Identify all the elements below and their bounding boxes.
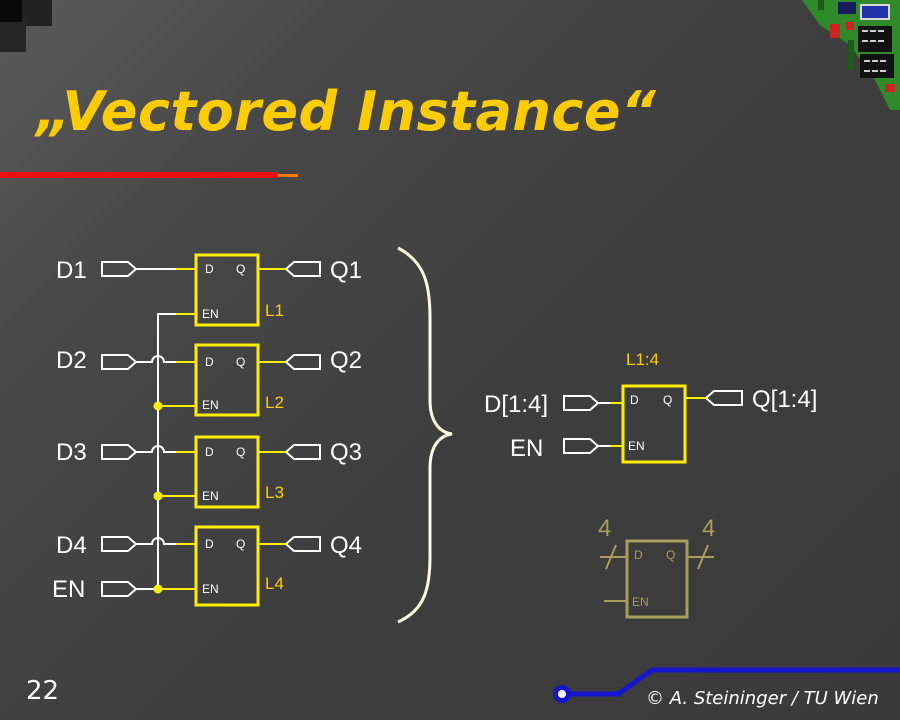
vectored-pin-d: D	[630, 393, 639, 407]
latch-l4-pin-d: D	[205, 537, 214, 551]
latch-l4-pin-en: EN	[202, 582, 219, 596]
latch-box-l1	[194, 253, 260, 327]
input-port-en	[101, 581, 138, 597]
bus-width-output: 4	[702, 515, 715, 542]
latch-l3-pin-en: EN	[202, 489, 219, 503]
vectored-input-port-en	[563, 438, 600, 454]
output-port-q4	[284, 536, 321, 552]
wire-en-bus	[136, 313, 176, 590]
vectored-signal-en: EN	[510, 435, 543, 462]
bus-pin-d: D	[634, 548, 643, 562]
signal-label-q4: Q4	[330, 532, 362, 559]
latch-box-l2	[194, 343, 260, 417]
latch-l1-pin-d: D	[205, 262, 214, 276]
vectored-signal-input: D[1:4]	[484, 391, 548, 418]
output-port-q1	[284, 261, 321, 277]
title-underline-accent	[278, 174, 298, 177]
junction-dot	[153, 491, 163, 501]
bus-slash-output	[697, 544, 709, 570]
latch-l4-pin-q: Q	[236, 537, 245, 551]
instance-label-l2: L2	[265, 393, 284, 412]
title-underline	[0, 172, 278, 178]
bus-latch-box	[625, 539, 689, 619]
bus-slash-input	[605, 544, 617, 570]
signal-label-q1: Q1	[330, 257, 362, 284]
circuit-board-image	[790, 0, 900, 110]
signal-label-d4: D4	[56, 532, 87, 559]
page-number: 22	[26, 676, 60, 706]
signal-label-en: EN	[52, 576, 85, 603]
signal-label-d3: D3	[56, 439, 87, 466]
latch-box-l4	[194, 525, 260, 607]
output-port-q3	[284, 444, 321, 460]
instance-label-l3: L3	[265, 483, 284, 502]
input-port-d2	[101, 354, 138, 370]
latch-l3-pin-d: D	[205, 445, 214, 459]
input-port-d1	[101, 261, 138, 277]
vectored-pin-en: EN	[628, 439, 645, 453]
input-port-d4	[101, 536, 138, 552]
latch-l2-pin-en: EN	[202, 398, 219, 412]
slide-title: „Vectored Instance“	[36, 80, 657, 143]
grouping-brace	[397, 246, 453, 624]
input-port-d3	[101, 444, 138, 460]
latch-l2-pin-d: D	[205, 355, 214, 369]
corner-decoration	[0, 22, 26, 52]
signal-label-q2: Q2	[330, 347, 362, 374]
bus-width-input: 4	[598, 515, 611, 542]
vectored-signal-output: Q[1:4]	[752, 386, 817, 413]
vectored-pin-q: Q	[663, 393, 672, 407]
corner-decoration	[0, 0, 22, 22]
vectored-instance-label: L1:4	[626, 350, 659, 369]
instance-label-l1: L1	[265, 301, 284, 320]
copyright-notice: © A. Steininger / TU Wien	[646, 688, 879, 709]
latch-l2-pin-q: Q	[236, 355, 245, 369]
vectored-input-port-d	[563, 395, 600, 411]
latch-l1-pin-en: EN	[202, 307, 219, 321]
corner-decoration	[22, 0, 52, 26]
junction-dot	[153, 401, 163, 411]
output-port-q2	[284, 354, 321, 370]
bus-pin-en: EN	[632, 595, 649, 609]
latch-l1-pin-q: Q	[236, 262, 245, 276]
instance-label-l4: L4	[265, 574, 284, 593]
junction-dot	[153, 584, 163, 594]
bus-pin-q: Q	[666, 548, 675, 562]
signal-label-d2: D2	[56, 347, 87, 374]
signal-label-q3: Q3	[330, 439, 362, 466]
vectored-output-port-q	[704, 390, 743, 406]
vectored-latch-box	[621, 384, 687, 464]
latch-l3-pin-q: Q	[236, 445, 245, 459]
latch-box-l3	[194, 435, 260, 509]
signal-label-d1: D1	[56, 257, 87, 284]
